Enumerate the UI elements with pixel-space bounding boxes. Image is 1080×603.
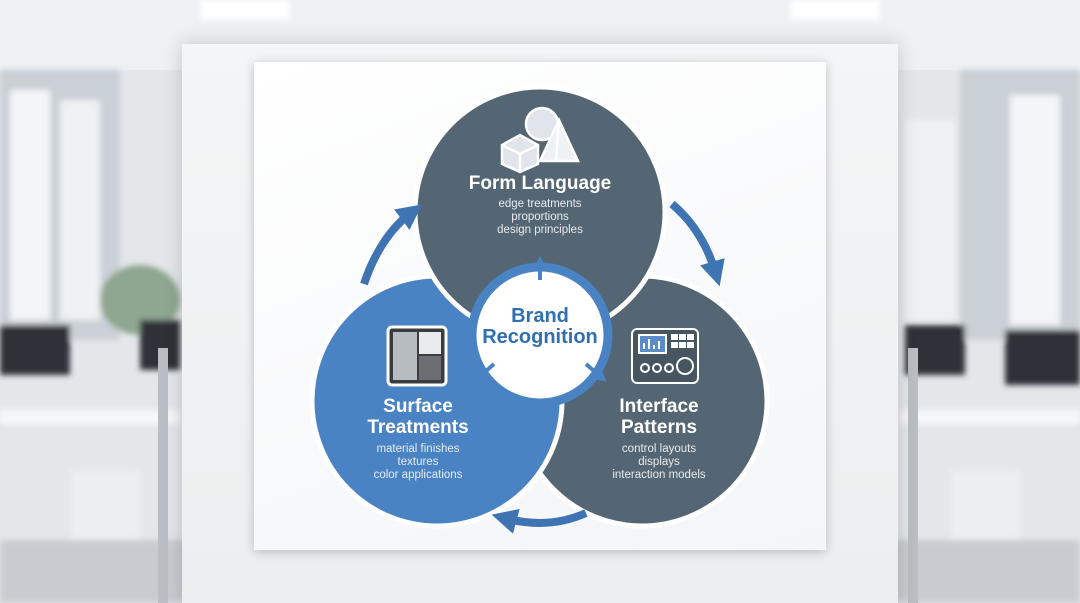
interface-patterns-title-line1: Interface xyxy=(619,396,699,417)
center-label-line2: Recognition xyxy=(482,326,598,348)
interface-patterns-item: interaction models xyxy=(612,469,706,481)
surface-treatments-item: material finishes xyxy=(376,443,460,455)
arrow-surface-to-form xyxy=(360,204,423,286)
interface-patterns-item: control layouts xyxy=(621,443,697,455)
form-language-title: Form Language xyxy=(468,173,612,194)
center-label-line1: Brand xyxy=(511,305,569,327)
surface-treatments-item: textures xyxy=(397,456,439,468)
form-language-item: proportions xyxy=(511,211,569,223)
surface-treatments-title-line1: Surface xyxy=(383,396,453,417)
center-arrow-right xyxy=(584,362,607,382)
center-arrow-left xyxy=(473,362,496,382)
surface-treatments-title-line2: Treatments xyxy=(367,417,469,438)
interface-patterns-title-line2: Patterns xyxy=(620,417,698,438)
material-swatch-icon xyxy=(386,325,448,387)
interface-patterns-item: displays xyxy=(638,456,680,468)
arrow-interface-to-surface xyxy=(491,509,588,534)
control-panel-icon xyxy=(631,328,699,384)
form-language-item: design principles xyxy=(497,224,583,236)
geometric-shapes-icon xyxy=(500,106,580,174)
arrow-form-to-interface xyxy=(669,200,725,287)
venn-diagram xyxy=(309,84,770,534)
form-language-item: edge treatments xyxy=(498,198,582,210)
surface-treatments-item: color applications xyxy=(373,469,463,481)
